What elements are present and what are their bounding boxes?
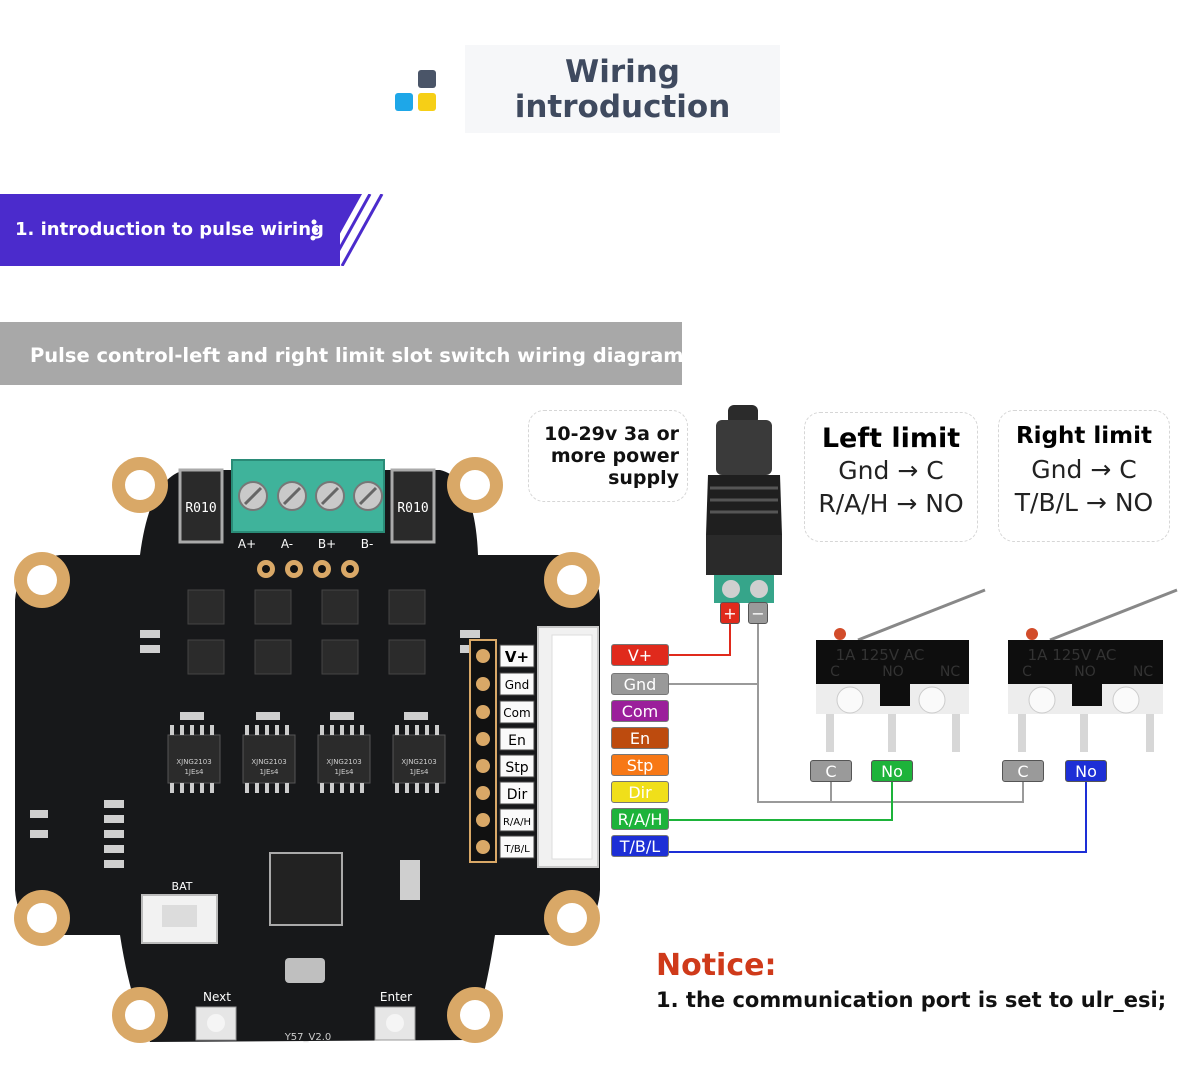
wire-tag-vplus: V+ [611,644,669,666]
page-title: Wiring introduction [465,45,780,133]
chip-label-1b: 1JEs4 [184,768,204,776]
left-switch-print-no: NO [882,664,904,680]
left-switch-rating: 1A 125V AC [836,646,925,664]
dc-power-jack [706,405,782,603]
pin-label-com: Com [503,706,530,720]
pin-label-dir: Dir [507,787,528,803]
wire-tag-rah: R/A/H [611,808,669,830]
logo-square-blue [395,93,413,111]
right-switch-print-no: NO [1074,664,1096,680]
left-limit-callout: Left limit Gnd → C R/A/H → NO [804,412,978,542]
right-limit-switch: 1A 125V AC C NO NC [1008,588,1178,752]
left-switch-c-tag: C [810,760,852,782]
right-limit-title: Right limit [1015,423,1153,449]
wire-vplus [669,620,731,656]
power-note-line1: 10-29v 3a or [544,423,679,445]
section-banner [0,194,340,266]
power-plus-tag: + [720,602,740,624]
wire-tag-gnd: Gnd [611,673,669,695]
notice-line-1: 1. the communication port is set to ulr_… [656,988,1167,1012]
bat-label: BAT [172,880,193,893]
controller-board: R010 R010 A+ A- B+ B- XJNG2103 1JEs4 XJN… [14,457,600,1043]
power-note-line2: more power [550,445,679,467]
terminal-label-b-plus: B+ [318,537,336,551]
power-minus-tag: − [748,602,768,624]
power-note-line3: supply [608,467,679,489]
wire-gnd [669,620,759,685]
left-limit-switch: 1A 125V AC C NO NC [816,588,986,752]
page-title-line1: Wiring [565,54,680,90]
terminal-label-a-plus: A+ [238,537,256,551]
wire-rah [669,782,893,821]
subtitle-bar [0,322,682,385]
logo-square-dark [418,70,436,88]
wire-gnd-to-switches [757,684,1024,803]
notice-title: Notice: [656,948,777,983]
right-switch-no-tag: No [1065,760,1107,782]
chip-label-2: XJNG2103 [251,758,286,766]
pin-label-tbl: T/B/L [503,844,530,855]
right-limit-callout: Right limit Gnd → C T/B/L → NO [998,410,1170,542]
enter-button-label: Enter [380,990,412,1004]
right-switch-print-c: C [1022,664,1032,680]
chip-label-4: XJNG2103 [401,758,436,766]
chip-label-3b: 1JEs4 [334,768,354,776]
resistor-label-right: R010 [397,501,428,516]
page-title-line2: introduction [514,89,731,125]
left-switch-print-c: C [830,664,840,680]
pin-label-rah: R/A/H [503,817,531,828]
section-banner-label: 1. introduction to pulse wiring [15,219,324,240]
right-limit-line2: T/B/L → NO [1014,488,1154,517]
terminal-label-b-minus: B- [361,537,374,551]
wire-tag-en: En [611,727,669,749]
wire-tag-stp: Stp [611,754,669,776]
left-limit-line2: R/A/H → NO [818,489,964,518]
wire-tbl [669,782,1087,853]
wires [669,620,1087,853]
right-switch-rating: 1A 125V AC [1028,646,1117,664]
pin-label-en: En [508,733,526,749]
right-limit-line1: Gnd → C [1031,455,1137,484]
wire-tag-dir: Dir [611,781,669,803]
board-version: Y57_V2.0 [284,1032,332,1043]
chip-label-3: XJNG2103 [326,758,361,766]
pin-label-vplus: V+ [505,648,529,666]
left-limit-line1: Gnd → C [838,456,944,485]
left-limit-title: Left limit [821,423,961,454]
left-switch-no-tag: No [871,760,913,782]
power-note-callout: 10-29v 3a or more power supply [528,410,688,502]
chip-label-2b: 1JEs4 [259,768,279,776]
terminal-label-a-minus: A- [281,537,293,551]
right-switch-print-nc: NC [1133,664,1153,680]
pin-label-gnd: Gnd [505,678,530,692]
chip-label-4b: 1JEs4 [409,768,429,776]
logo-square-yellow [418,93,436,111]
next-button-label: Next [203,990,231,1004]
resistor-label-left: R010 [185,501,216,516]
left-switch-print-nc: NC [940,664,960,680]
banner-stripes [300,194,384,266]
right-switch-c-tag: C [1002,760,1044,782]
wire-tag-com: Com [611,700,669,722]
diagram-subtitle: Pulse control-left and right limit slot … [30,344,684,367]
wire-tag-tbl: T/B/L [611,835,669,857]
chip-label-1: XJNG2103 [176,758,211,766]
pin-label-stp: Stp [505,760,528,776]
